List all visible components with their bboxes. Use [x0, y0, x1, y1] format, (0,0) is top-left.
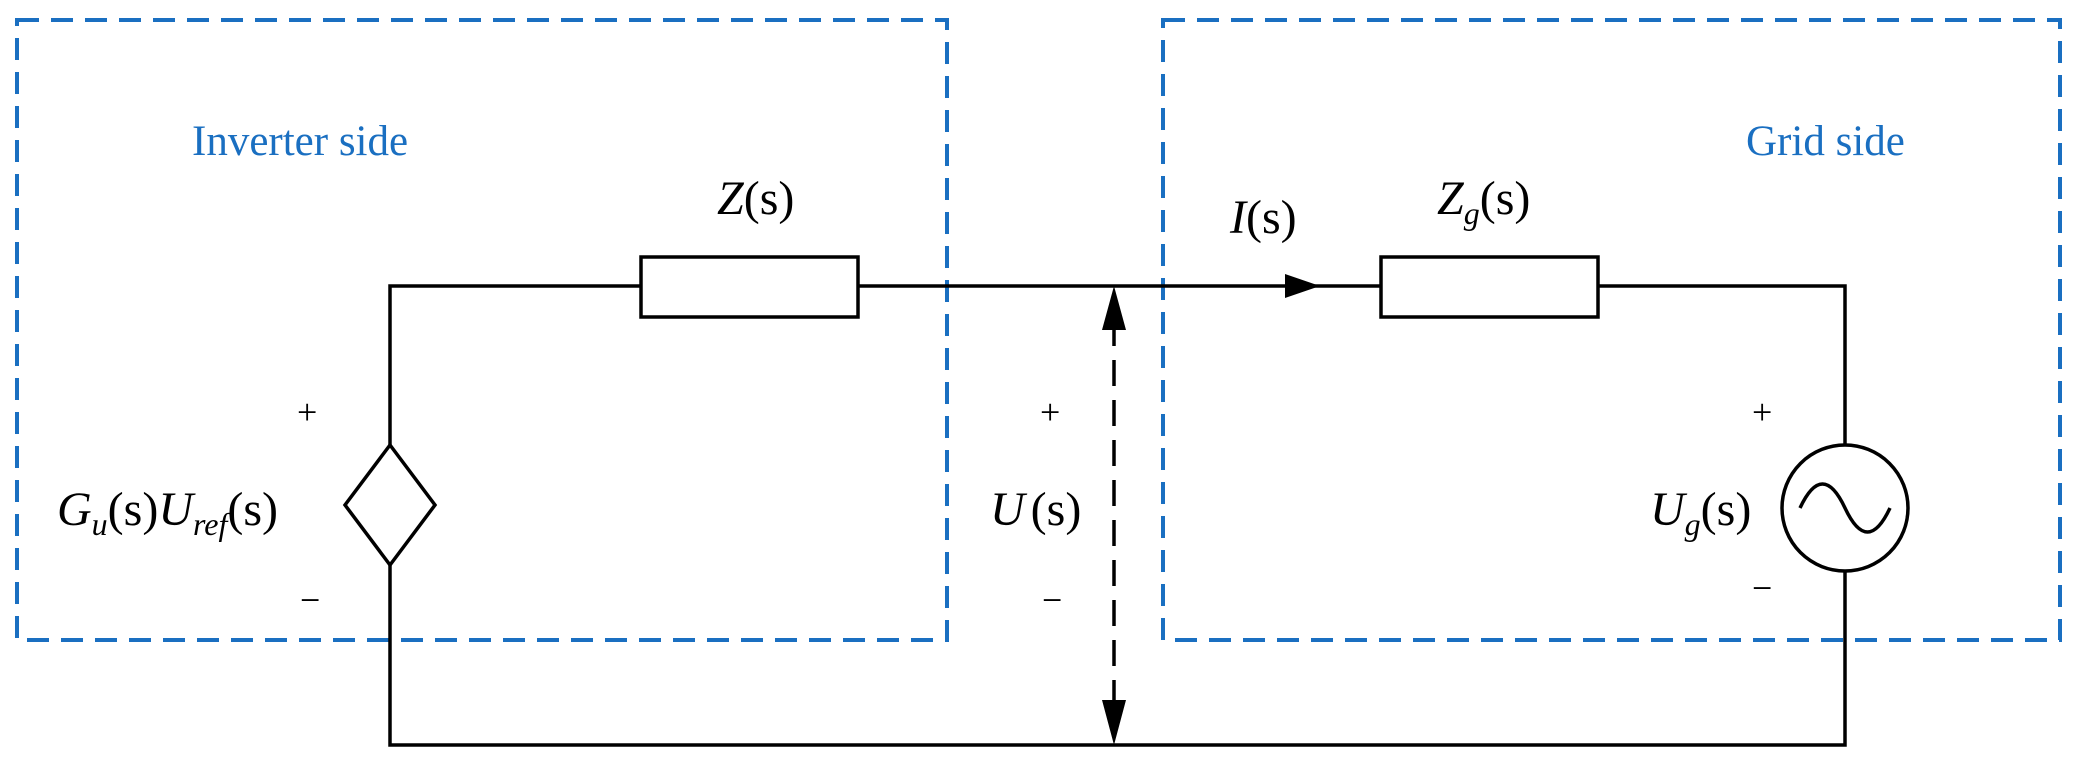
circuit-wires — [388, 284, 1847, 747]
pcc-voltage-arrow-down — [1102, 700, 1126, 745]
grid-impedance-resistor — [1379, 255, 1600, 319]
dependent-voltage-source-icon — [342, 442, 438, 568]
grid-side-label: Grid side — [1746, 118, 1905, 165]
grid-side-boundary — [1161, 18, 2062, 642]
ac-voltage-source-icon — [1780, 443, 1910, 573]
inverter-impedance-resistor — [639, 255, 860, 319]
inverter-impedance-label: Z(s) — [717, 172, 794, 225]
current-arrow — [1285, 274, 1320, 298]
dependent-source-plus: + — [297, 392, 317, 432]
pcc-voltage-minus: − — [1042, 580, 1062, 620]
inverter-side-label: Inverter side — [192, 118, 408, 165]
grid-source-plus: + — [1752, 392, 1772, 432]
current-label: I(s) — [1229, 191, 1297, 244]
dependent-source-label: Gu(s)Uref(s) — [57, 483, 278, 542]
pcc-voltage-label: U(s) — [990, 483, 1081, 536]
dependent-source-minus: − — [300, 580, 320, 620]
grid-source-minus: − — [1752, 568, 1772, 608]
grid-source-label: Ug(s) — [1650, 483, 1751, 542]
grid-impedance-label: Zg(s) — [1437, 172, 1530, 231]
pcc-voltage-arrow-up — [1102, 286, 1126, 330]
pcc-voltage-plus: + — [1040, 392, 1060, 432]
inverter-side-boundary — [15, 18, 949, 642]
